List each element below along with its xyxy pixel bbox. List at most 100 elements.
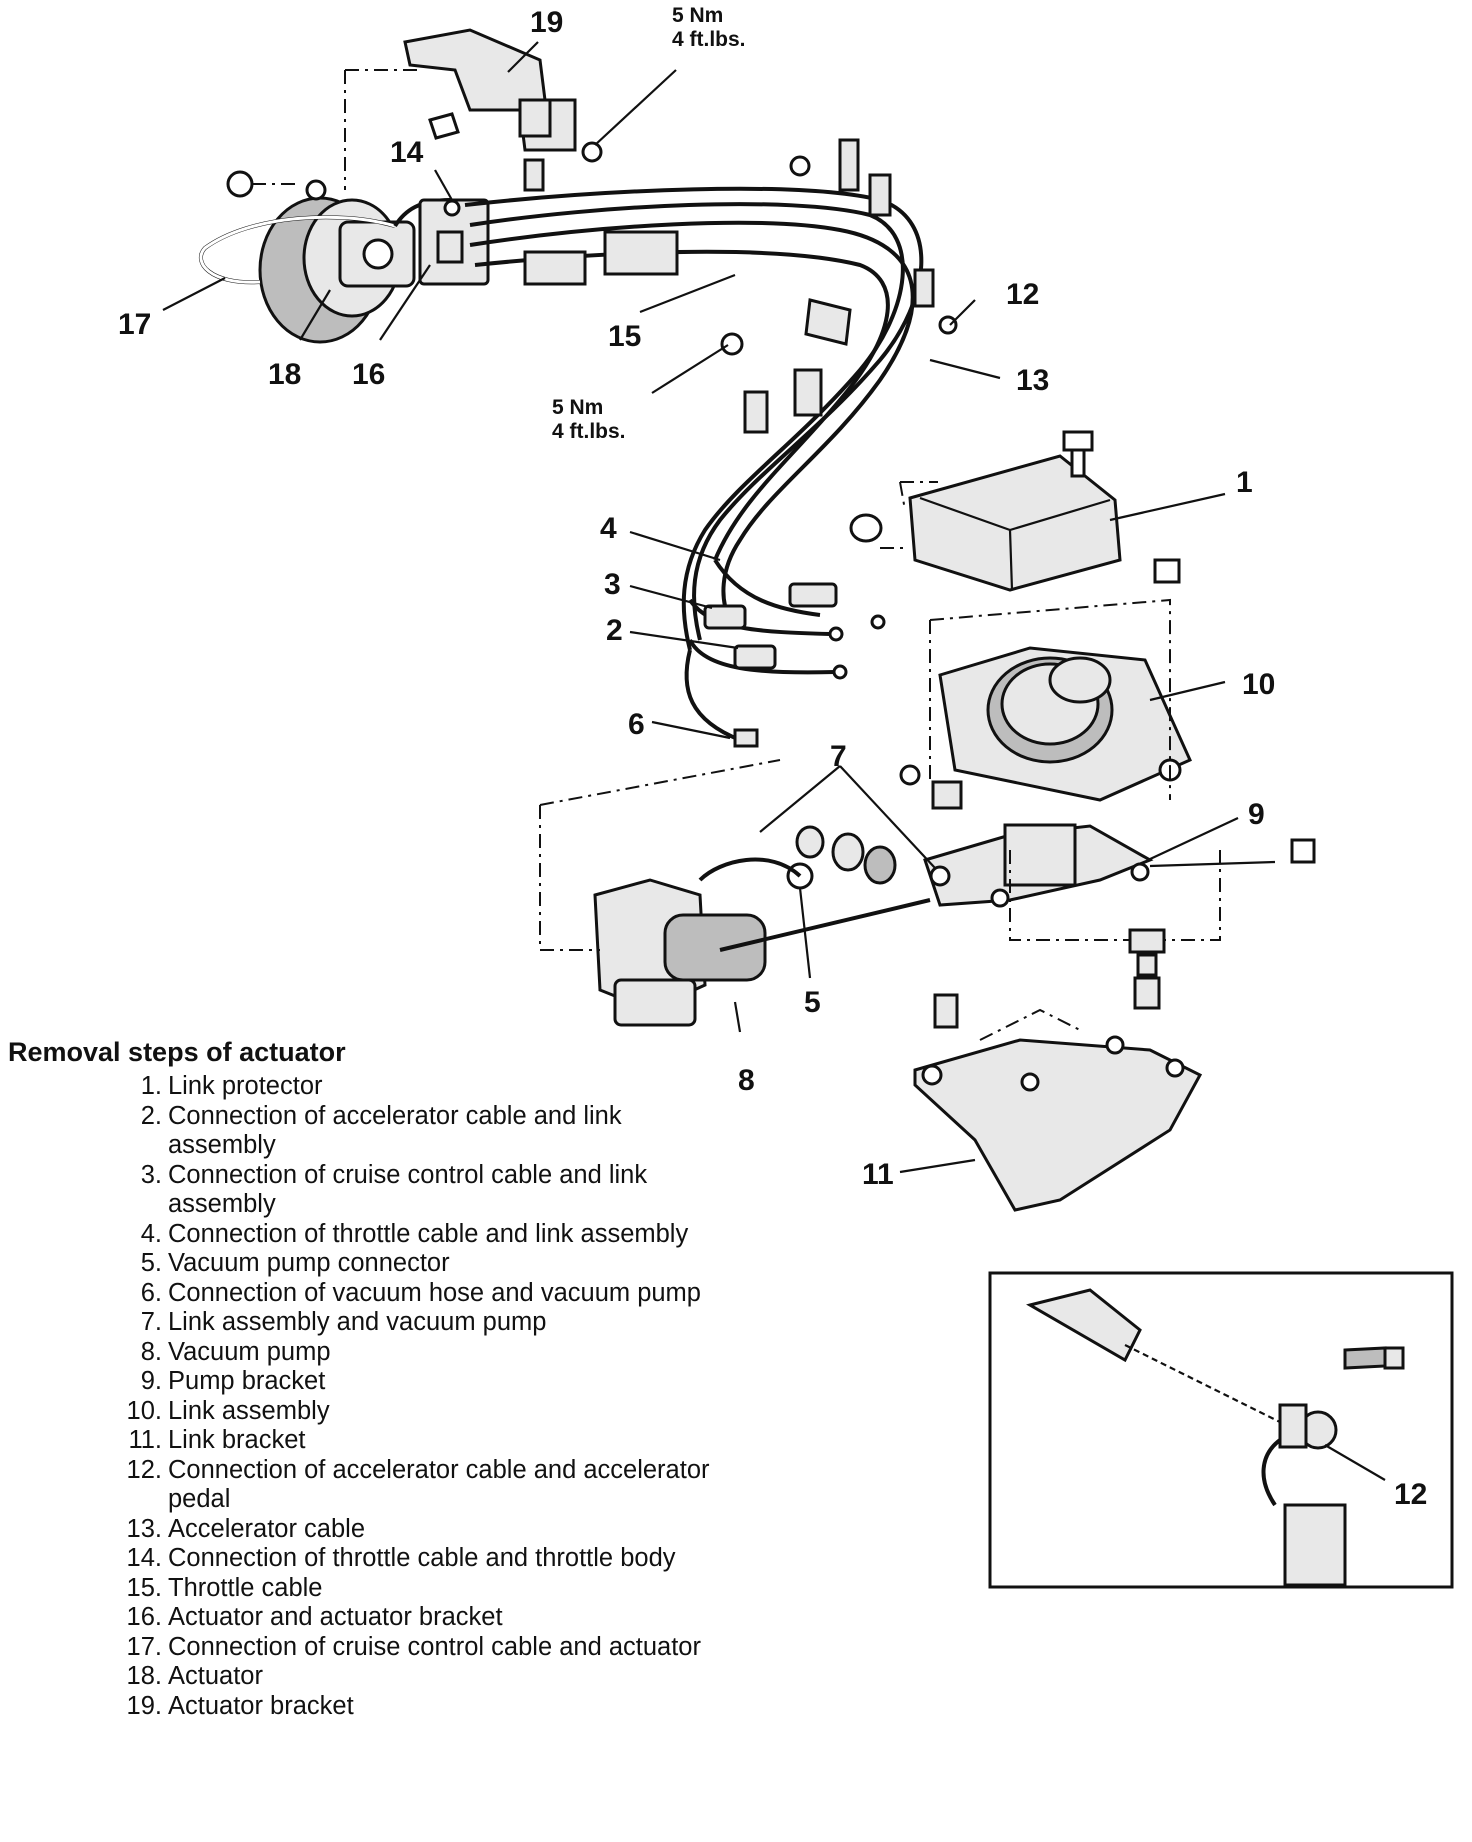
- removal-steps-title: Removal steps of actuator: [8, 1037, 346, 1067]
- callout-4: 4: [600, 512, 617, 545]
- leader-lines: [162, 41, 1386, 1481]
- step-number: 19.: [126, 1691, 162, 1720]
- step-number: 2.: [140, 1101, 162, 1130]
- callout-9: 9: [1248, 798, 1265, 831]
- callout-1: 1: [1236, 466, 1253, 499]
- step-number: 13.: [126, 1514, 162, 1543]
- step-number: 6.: [140, 1278, 162, 1307]
- step-number: 15.: [126, 1573, 162, 1602]
- callout-18: 18: [268, 358, 301, 391]
- callout-19: 19: [530, 6, 563, 39]
- step-item: 1.Link protector: [8, 1072, 748, 1102]
- cable-harness: [464, 186, 924, 651]
- step-text: Throttle cable: [168, 1573, 323, 1602]
- step-text: Connection of throttle cable and throttl…: [168, 1544, 676, 1572]
- callout-12: 12: [1006, 278, 1039, 311]
- step-item: 13.Accelerator cable: [8, 1515, 748, 1545]
- step-text: Accelerator cable: [168, 1514, 366, 1543]
- callout-13: 13: [1016, 364, 1049, 397]
- step-item: 17.Connection of cruise control cable an…: [8, 1633, 748, 1663]
- step-number: 1.: [140, 1072, 162, 1100]
- actuator-bracket-part: [403, 28, 577, 152]
- step-text: Link bracket: [168, 1426, 306, 1454]
- pump-bracket-part: [923, 823, 1316, 908]
- step-number: 4.: [140, 1219, 162, 1248]
- step-number: 16.: [126, 1603, 162, 1631]
- harness-clips: [523, 138, 958, 434]
- torque-top-line1: 5 Nm: [672, 4, 723, 27]
- step-number: 10.: [126, 1396, 162, 1425]
- step-text: Vacuum pump connector: [168, 1249, 450, 1277]
- callout-14: 14: [390, 136, 424, 169]
- step-text: Connection of accelerator cable and acce…: [168, 1455, 710, 1514]
- callout-10: 10: [1242, 668, 1275, 701]
- step-text: Connection of throttle cable and link as…: [168, 1219, 689, 1248]
- step-number: 11.: [128, 1426, 162, 1454]
- grommets: [795, 825, 897, 885]
- callout-12-detail: 12: [1394, 1478, 1427, 1511]
- step-text: Actuator: [168, 1662, 263, 1690]
- step-number: 17.: [126, 1632, 162, 1661]
- step-text: Link protector: [168, 1072, 323, 1100]
- torque-mid-line2: 4 ft.lbs.: [552, 420, 626, 443]
- step-text: Connection of accelerator cable and link…: [168, 1101, 622, 1160]
- callout-5: 5: [804, 986, 821, 1019]
- step-number: 18.: [126, 1662, 162, 1690]
- callout-2: 2: [606, 614, 623, 647]
- step-item: 14.Connection of throttle cable and thro…: [8, 1544, 748, 1574]
- step-item: 11.Link bracket: [8, 1426, 748, 1456]
- step-item: 16.Actuator and actuator bracket: [8, 1603, 748, 1633]
- callout-8: 8: [738, 1064, 755, 1097]
- callout-3: 3: [604, 568, 621, 601]
- callout-labels: 19 14 17 18 16 15 12 13 1 4 3 2 10 6 7 9…: [118, 6, 1427, 1511]
- step-item: 19.Actuator bracket: [8, 1692, 748, 1722]
- step-text: Connection of vacuum hose and vacuum pum…: [168, 1278, 701, 1307]
- step-item: 4.Connection of throttle cable and link …: [8, 1220, 748, 1250]
- step-number: 14.: [126, 1544, 162, 1572]
- step-item: 12.Connection of accelerator cable and a…: [8, 1456, 748, 1515]
- callout-6: 6: [628, 708, 645, 741]
- callout-15: 15: [608, 320, 641, 353]
- step-item: 8.Vacuum pump: [8, 1338, 748, 1368]
- step-item: 18.Actuator: [8, 1662, 748, 1692]
- step-item: 6.Connection of vacuum hose and vacuum p…: [8, 1279, 748, 1309]
- step-item: 5.Vacuum pump connector: [8, 1249, 748, 1279]
- torque-top-line2: 4 ft.lbs.: [672, 28, 746, 51]
- callout-17: 17: [118, 308, 151, 341]
- throttle-body-connection-part: [418, 198, 490, 286]
- vacuum-pump-part: [593, 857, 931, 1027]
- step-text: Link assembly and vacuum pump: [168, 1308, 547, 1336]
- step-item: 3.Connection of cruise control cable and…: [8, 1161, 748, 1220]
- step-text: Connection of cruise control cable and l…: [168, 1160, 648, 1219]
- link-assembly-part: [899, 646, 1192, 810]
- detail-inset-box: [988, 1271, 1454, 1589]
- link-bracket-part: [913, 928, 1203, 1212]
- cable-ends: [684, 558, 886, 748]
- callout-16: 16: [352, 358, 385, 391]
- step-number: 3.: [140, 1160, 162, 1189]
- step-text: Link assembly: [168, 1396, 330, 1425]
- step-item: 7.Link assembly and vacuum pump: [8, 1308, 748, 1338]
- callout-11: 11: [862, 1158, 894, 1191]
- link-protector-part: [849, 430, 1181, 592]
- removal-steps-list: Removal steps of actuator 1.Link protect…: [8, 1036, 748, 1721]
- torque-spec-mid: 5 Nm 4 ft.lbs.: [552, 396, 626, 443]
- step-number: 12.: [126, 1455, 162, 1484]
- actuator-part: [226, 170, 416, 344]
- step-item: 15.Throttle cable: [8, 1574, 748, 1604]
- callout-7: 7: [830, 740, 847, 773]
- step-text: Actuator bracket: [168, 1691, 354, 1720]
- step-number: 5.: [140, 1249, 162, 1277]
- step-text: Pump bracket: [168, 1367, 326, 1395]
- step-item: 9.Pump bracket: [8, 1367, 748, 1397]
- step-number: 7.: [140, 1308, 162, 1336]
- step-text: Connection of cruise control cable and a…: [168, 1632, 701, 1661]
- step-text: Vacuum pump: [168, 1337, 331, 1366]
- step-number: 9.: [140, 1367, 162, 1395]
- step-item: 2.Connection of accelerator cable and li…: [8, 1102, 748, 1161]
- step-item: 10.Link assembly: [8, 1397, 748, 1427]
- torque-mid-line1: 5 Nm: [552, 396, 603, 419]
- step-text: Actuator and actuator bracket: [168, 1603, 503, 1631]
